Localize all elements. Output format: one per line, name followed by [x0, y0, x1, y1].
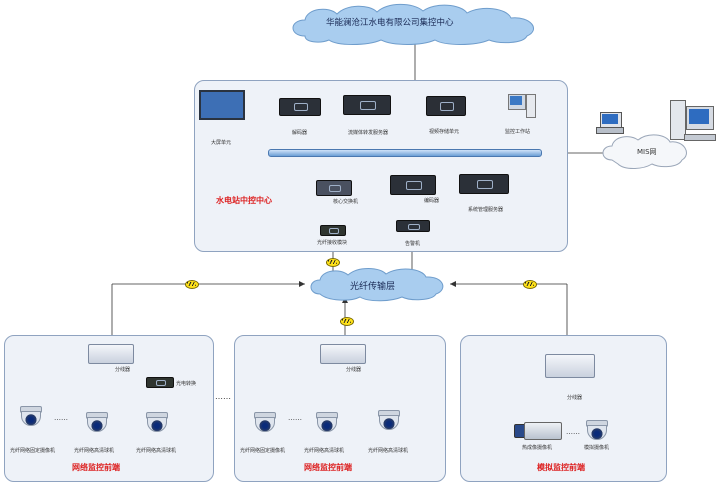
alarm-icon	[396, 220, 430, 232]
workstation-icon	[508, 94, 536, 118]
fiber-module-label: 光纤接收模块	[317, 240, 348, 246]
front3-switch-label: 分线器	[567, 395, 583, 401]
group-hq-cloud	[292, 3, 534, 45]
front1-camera-1-label: 光纤网络固定摄像机	[10, 448, 56, 454]
encoder-label: 编码器	[424, 198, 440, 204]
mis-pc-icon	[670, 100, 716, 142]
front2-title: 网络监控前端	[304, 463, 352, 472]
center-title: 水电站中控中心	[216, 196, 272, 205]
front2-camera-1-icon	[252, 412, 276, 432]
fiber-marker	[340, 317, 354, 326]
front3-switch-icon	[545, 354, 595, 378]
fiber-module-icon	[320, 225, 346, 236]
front3-camera-2-label: 模拟摄像机	[584, 445, 610, 451]
fiber-marker	[185, 280, 199, 289]
front1-switch-icon	[88, 344, 134, 364]
backbone-bus	[268, 149, 542, 157]
front3-camera-1-label: 热成像摄像机	[522, 445, 553, 451]
front1-camera-2-label: 光纤网络高清球机	[74, 448, 115, 454]
front1-dots: ……	[54, 414, 68, 422]
alarm-label: 告警机	[405, 241, 421, 247]
front2-switch-icon	[320, 344, 366, 364]
front1-camera-3-label: 光纤网络高清球机	[136, 448, 177, 454]
core-switch-icon	[316, 180, 352, 196]
front2-camera-2-label: 光纤网络高清球机	[304, 448, 345, 454]
front1-camera-1-icon	[18, 406, 42, 426]
front3-title: 模拟监控前端	[537, 463, 585, 472]
front3-analog-camera-icon	[584, 420, 608, 440]
front1-camera-3-icon	[144, 412, 168, 432]
video-wall-label: 大屏单元	[211, 140, 232, 146]
fiber-cloud-label: 光纤传输层	[350, 282, 396, 292]
decoder-label: 解码器	[292, 130, 308, 136]
front2-camera-3-icon	[376, 410, 400, 430]
front2-camera-1-label: 光纤网络固定摄像机	[240, 448, 286, 454]
front1-converter-icon	[146, 377, 174, 388]
mgmt-server-icon	[459, 174, 509, 194]
fiber-marker	[326, 258, 340, 267]
mis-label: MIS网	[637, 148, 657, 156]
group-mis-cloud	[602, 134, 687, 169]
stream-server-label: 流媒体转发服务器	[348, 130, 389, 136]
front3-dots: ……	[566, 428, 580, 436]
workstation-label: 监控工作站	[505, 129, 531, 135]
front3-thermal-camera-icon	[514, 422, 562, 440]
video-wall-icon	[199, 90, 245, 120]
group-fiber-cloud	[310, 268, 444, 302]
front1-switch-label: 分线器	[115, 367, 131, 373]
front2-camera-2-icon	[314, 412, 338, 432]
storage-label: 视频存储单元	[429, 129, 460, 135]
encoder-icon	[390, 175, 436, 195]
front2-dots: ……	[288, 414, 302, 422]
front1-title: 网络监控前端	[72, 463, 120, 472]
front2-camera-3-label: 光纤网络高清球机	[368, 448, 409, 454]
stream-server-icon	[343, 95, 391, 115]
panel-dots: ……	[215, 392, 231, 401]
decoder-icon	[279, 98, 321, 116]
mgmt-server-label: 系统管理服务器	[468, 207, 504, 213]
front1-converter-label: 光电转换	[176, 381, 197, 387]
storage-icon	[426, 96, 466, 116]
core-switch-label: 核心交换机	[333, 199, 359, 205]
mis-laptop-icon	[596, 112, 624, 134]
front1-camera-2-icon	[84, 412, 108, 432]
hq-cloud-label: 华能澜沧江水电有限公司集控中心	[326, 18, 454, 28]
fiber-marker	[523, 280, 537, 289]
front2-switch-label: 分线器	[346, 367, 362, 373]
